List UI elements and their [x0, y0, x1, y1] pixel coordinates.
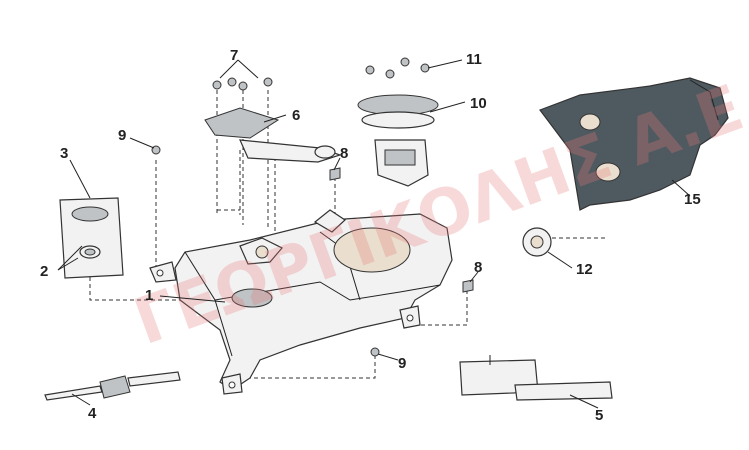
breather-hose: [44, 371, 181, 401]
tank-cover: [539, 77, 729, 211]
washer: [522, 227, 552, 257]
callout-10: 10: [470, 95, 487, 112]
callout-12: 12: [576, 261, 593, 278]
fuel-tank: [149, 209, 453, 395]
fuel-pump: [357, 94, 439, 187]
callout-2: 2: [40, 263, 48, 280]
callout-1: 1: [145, 287, 153, 304]
leader-lines: [57, 59, 691, 409]
callout-11: 11: [466, 51, 482, 68]
callout-9-top: 9: [118, 127, 126, 144]
callout-8-top: 8: [340, 145, 348, 162]
filler-cap-set: [59, 197, 124, 279]
callout-15: 15: [684, 191, 701, 208]
bolts: [212, 77, 273, 91]
callout-9-bottom: 9: [398, 355, 406, 372]
callout-3: 3: [60, 145, 68, 162]
callout-5: 5: [595, 407, 603, 424]
callout-4: 4: [88, 405, 97, 422]
pump-screws: [365, 57, 430, 79]
callout-6: 6: [292, 107, 300, 124]
callout-labels: 3 2 1 4 5 6 7 8 8 9 9 10 11 12 15: [40, 47, 701, 424]
callout-7: 7: [230, 47, 238, 64]
callout-8-right: 8: [474, 259, 482, 276]
fuel-pipe: [459, 355, 613, 401]
fuel-gauge-unit: [204, 107, 342, 163]
